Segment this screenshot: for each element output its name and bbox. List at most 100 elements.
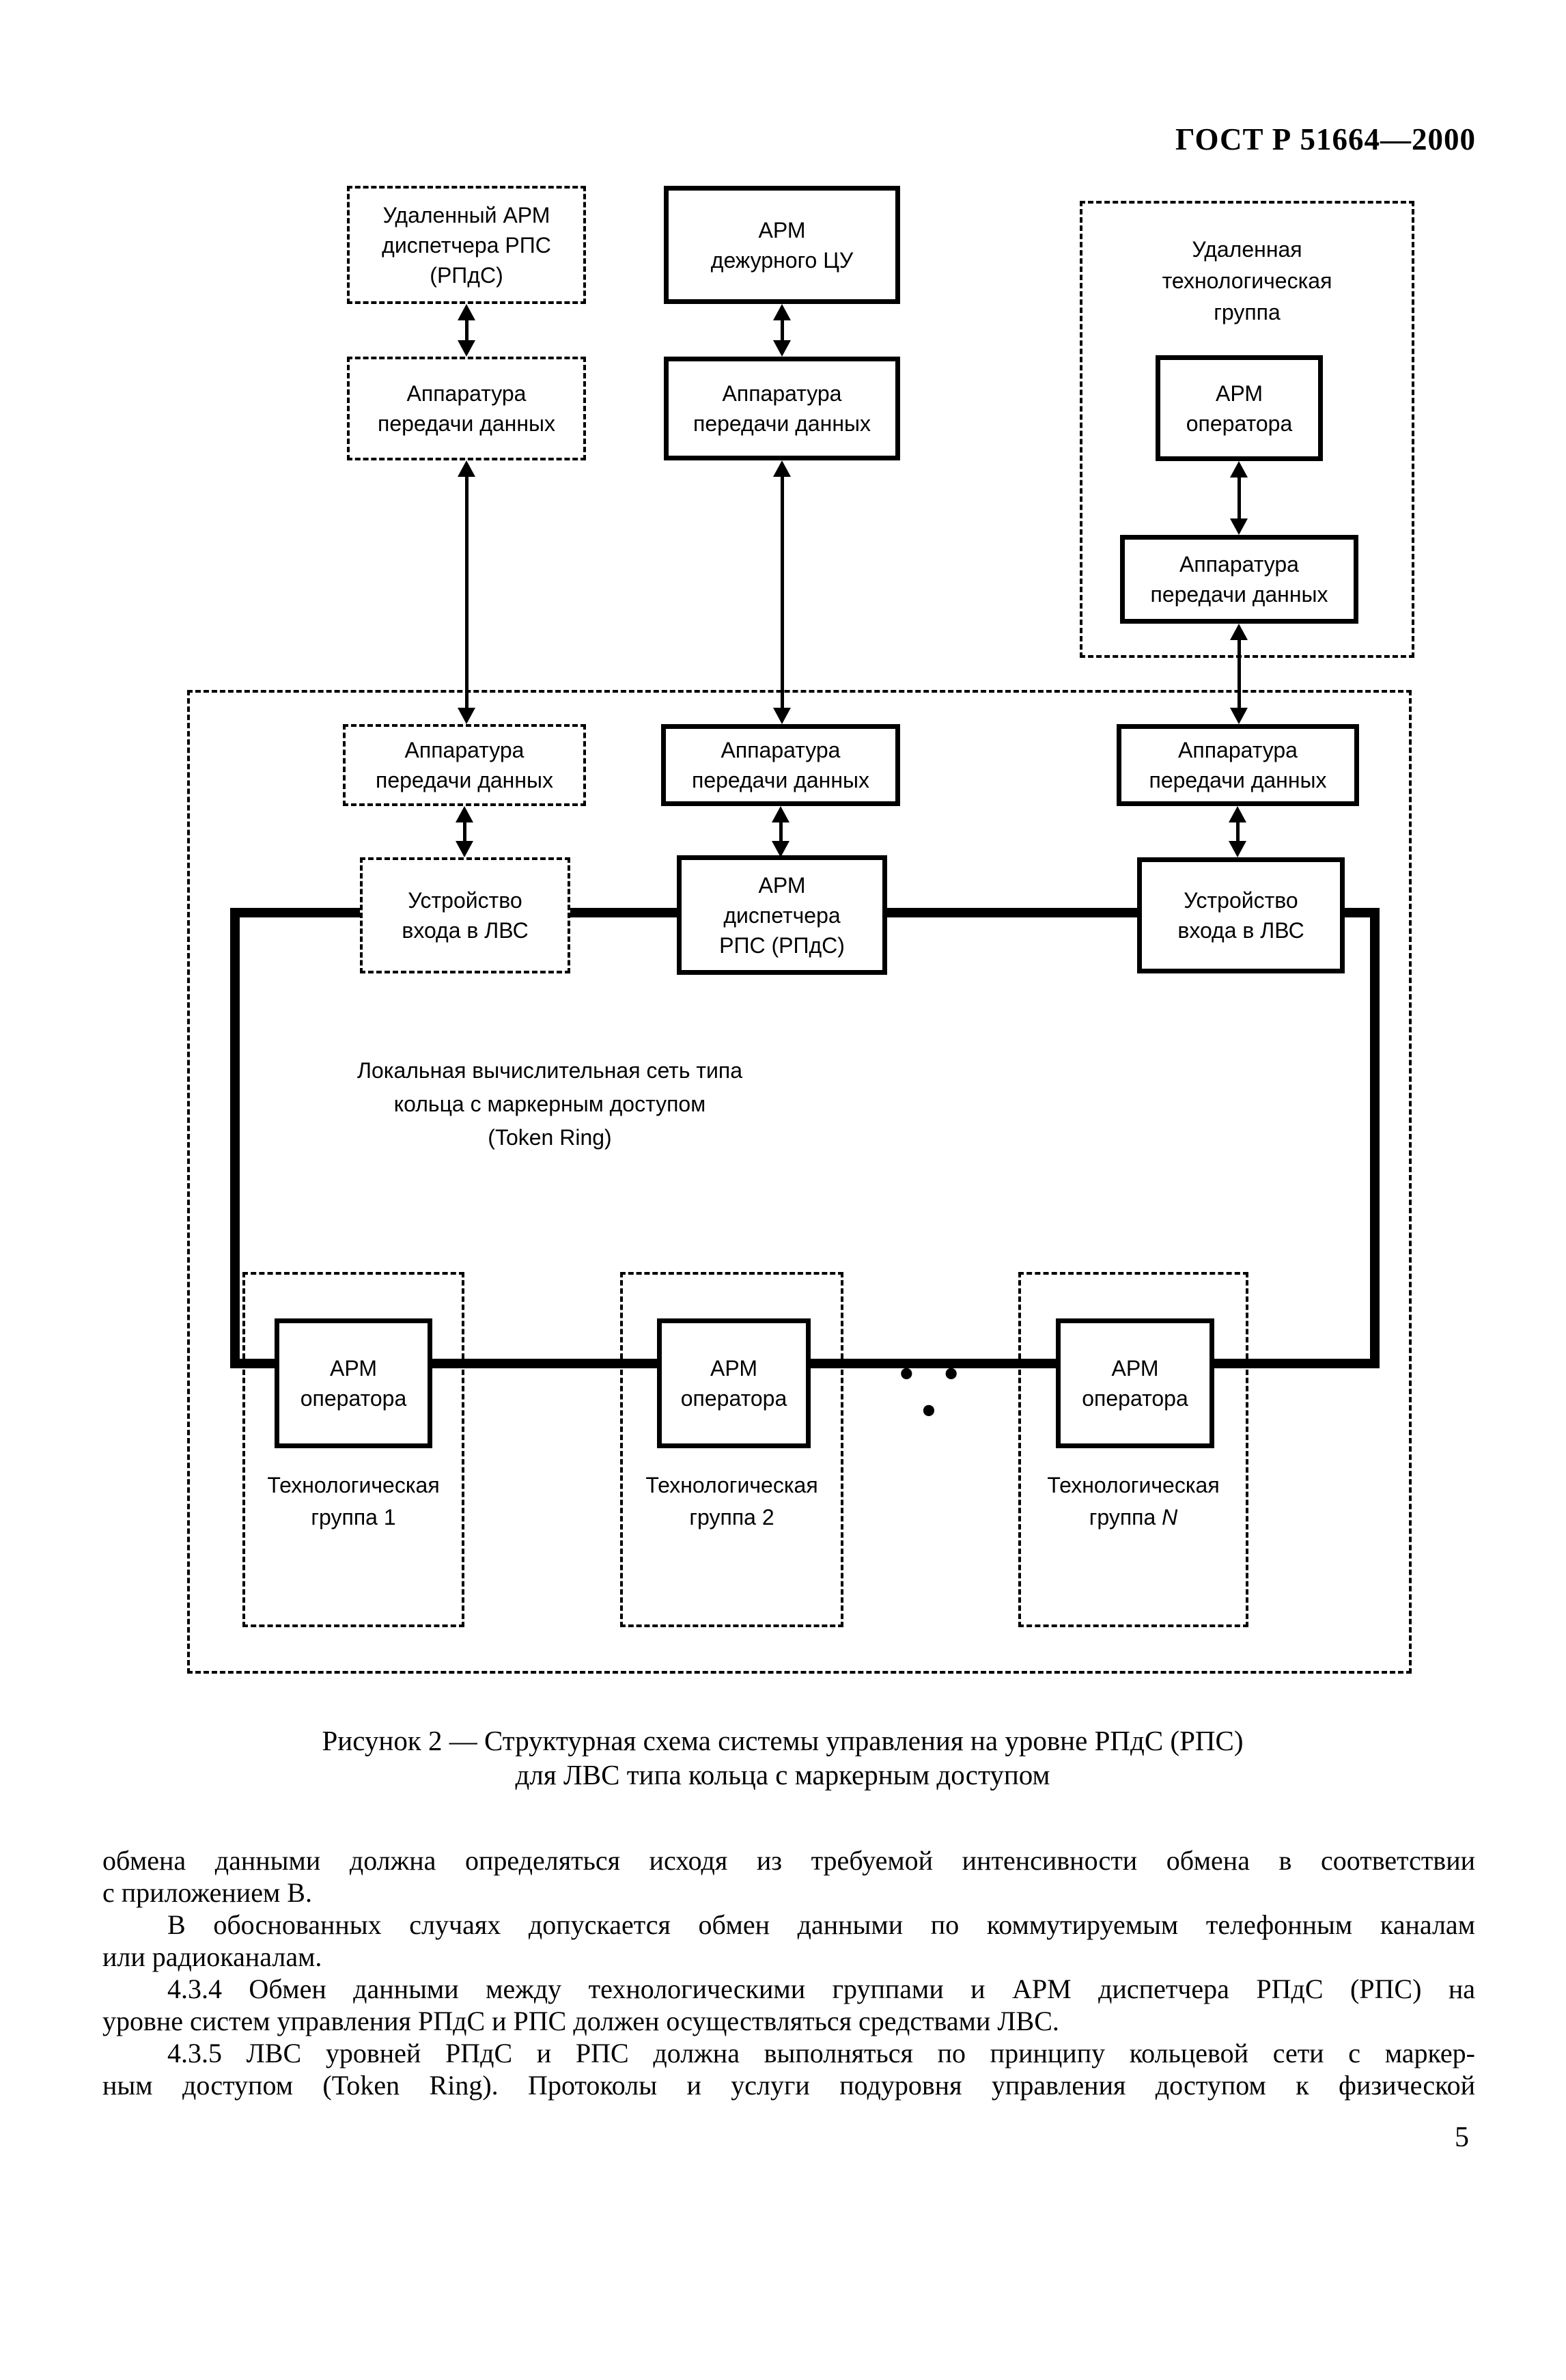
box-text-line: входа в ЛВС — [402, 918, 529, 943]
body-text-line: обмена данными должна определяться исход… — [102, 1845, 1475, 1876]
box-arm-operator-remote: АРМ оператора — [1156, 355, 1323, 461]
box-data-transmission-left: Аппаратура передачи данных — [347, 357, 586, 460]
label-line: Технологическая — [645, 1473, 818, 1497]
box-text-line: АРМ — [330, 1356, 377, 1381]
box-remote-arm-dispatcher: Удаленный АРМ диспетчера РПС (РПдС) — [347, 186, 586, 304]
box-text-line: оператора — [300, 1386, 407, 1411]
box-text-line: передачи данных — [1150, 582, 1328, 607]
group-number: N — [1162, 1505, 1178, 1530]
double-arrow-icon — [773, 304, 791, 357]
double-arrow-icon — [458, 460, 475, 724]
box-text-line: диспетчера — [723, 902, 841, 928]
box-data-transmission-inner-right: Аппаратура передачи данных — [1117, 724, 1359, 806]
tech-group-2-container: АРМ оператора Технологическая группа 2 — [620, 1272, 843, 1627]
box-text-line: передачи данных — [377, 411, 556, 436]
box-lan-entry-right: Устройство входа в ЛВС — [1137, 857, 1345, 973]
box-arm-operator-2: АРМ оператора — [657, 1318, 811, 1448]
double-arrow-icon — [773, 460, 791, 724]
arrowhead-down-icon — [458, 708, 475, 724]
box-text-line: входа в ЛВС — [1177, 918, 1304, 943]
box-data-transmission-inner-center: Аппаратура передачи данных — [661, 724, 900, 806]
box-arm-operator-1: АРМ оператора — [275, 1318, 432, 1448]
box-text-line: передачи данных — [375, 768, 554, 792]
page-number: 5 — [1455, 2122, 1469, 2153]
label-text: группа — [311, 1505, 384, 1530]
box-arm-dispatcher-rps: АРМ диспетчера РПС (РПдС) — [677, 855, 887, 975]
box-text-line: АРМ — [1216, 380, 1263, 406]
caption-line: для ЛВС типа кольца с маркерным доступом — [515, 1759, 1050, 1790]
box-text-line: РПС (РПдС) — [719, 932, 845, 958]
arrowhead-down-icon — [1230, 708, 1248, 724]
double-arrow-icon — [1229, 806, 1246, 857]
label-line: кольца с маркерным доступом — [393, 1092, 706, 1116]
figure-caption: Рисунок 2 — Структурная схема системы уп… — [100, 1724, 1466, 1792]
box-text-line: оператора — [1186, 411, 1293, 436]
arrowhead-down-icon — [1229, 841, 1246, 857]
box-text-line: передачи данных — [691, 768, 870, 792]
body-text-line: 4.3.4 Обмен данными между технологически… — [167, 1974, 1475, 2004]
arrowhead-down-icon — [773, 708, 791, 724]
title-line: технологическая — [1162, 268, 1332, 293]
label-line: группа 2 — [623, 1502, 841, 1534]
body-text-line: 4.3.5 ЛВС уровней РПдС и РПС должна выпо… — [167, 2038, 1475, 2068]
label-line: (Token Ring) — [488, 1125, 612, 1150]
arrow-shaft — [1238, 472, 1241, 524]
label-line: Технологическая — [1047, 1473, 1220, 1497]
body-text-line: ным доступом (Token Ring). Протоколы и у… — [102, 2070, 1475, 2101]
label-line: группа 1 — [245, 1502, 462, 1534]
body-text-line: с приложением В. — [102, 1877, 312, 1908]
box-text-line: (РПдС) — [430, 262, 503, 288]
box-text-line: дежурного ЦУ — [710, 247, 854, 273]
box-arm-operator-n: АРМ оператора — [1056, 1318, 1214, 1448]
box-data-transmission-remote: Аппаратура передачи данных — [1120, 535, 1358, 624]
box-text-line: Аппаратура — [722, 381, 842, 406]
box-text-line: оператора — [680, 1386, 787, 1411]
label-text: группа — [689, 1505, 762, 1530]
box-data-transmission-center: Аппаратура передачи данных — [664, 357, 900, 460]
arrowhead-down-icon — [773, 340, 791, 357]
arrow-shaft — [465, 471, 469, 713]
ellipsis-dots: • • • — [896, 1356, 968, 1430]
box-data-transmission-inner-left: Аппаратура передачи данных — [343, 724, 586, 806]
body-text-line: уровне систем управления РПдС и РПС долж… — [102, 2006, 1059, 2036]
double-arrow-icon — [458, 304, 475, 357]
box-arm-duty-cu: АРМ дежурного ЦУ — [664, 186, 900, 304]
arrowhead-down-icon — [772, 841, 789, 857]
arrowhead-down-icon — [1230, 518, 1248, 535]
tech-group-2-label: Технологическая группа 2 — [623, 1469, 841, 1534]
double-arrow-icon — [1230, 461, 1248, 535]
title-line: группа — [1214, 300, 1281, 324]
box-text-line: АРМ — [1111, 1356, 1159, 1381]
group-number: 2 — [761, 1505, 774, 1530]
arrow-shaft — [781, 315, 784, 346]
box-text-line: Аппаратура — [404, 738, 525, 762]
title-line: Удаленная — [1192, 237, 1302, 262]
arrow-shaft — [1236, 817, 1240, 846]
double-arrow-icon — [1230, 624, 1248, 724]
label-line: группа N — [1021, 1502, 1246, 1534]
box-text-line: АРМ — [758, 872, 806, 898]
box-text-line: Устройство — [408, 888, 522, 913]
body-text-line: или радиоканалам. — [102, 1941, 322, 1972]
double-arrow-icon — [456, 806, 473, 857]
remote-tech-group-container: Удаленная технологическая группа — [1080, 201, 1414, 658]
box-text-line: Аппаратура — [721, 738, 841, 762]
box-text-line: Аппаратура — [1178, 738, 1298, 762]
box-text-line: Устройство — [1184, 888, 1298, 913]
arrowhead-down-icon — [458, 340, 475, 357]
tech-group-n-label: Технологическая группа N — [1021, 1469, 1246, 1534]
label-text: группа — [1089, 1505, 1162, 1530]
tech-group-1-container: АРМ оператора Технологическая группа 1 — [242, 1272, 464, 1627]
caption-line: Рисунок 2 — Структурная схема системы уп… — [322, 1725, 1244, 1756]
arrowhead-down-icon — [456, 841, 473, 857]
arrow-shaft — [779, 817, 783, 846]
box-text-line: передачи данных — [693, 411, 871, 436]
tech-group-1-label: Технологическая группа 1 — [245, 1469, 462, 1534]
arrow-shaft — [1238, 635, 1241, 713]
arrow-shaft — [463, 817, 466, 846]
box-text-line: АРМ — [758, 217, 806, 243]
box-text-line: АРМ — [710, 1356, 757, 1381]
group-number: 1 — [383, 1505, 396, 1530]
remote-tech-group-title: Удаленная технологическая группа — [1082, 234, 1412, 328]
